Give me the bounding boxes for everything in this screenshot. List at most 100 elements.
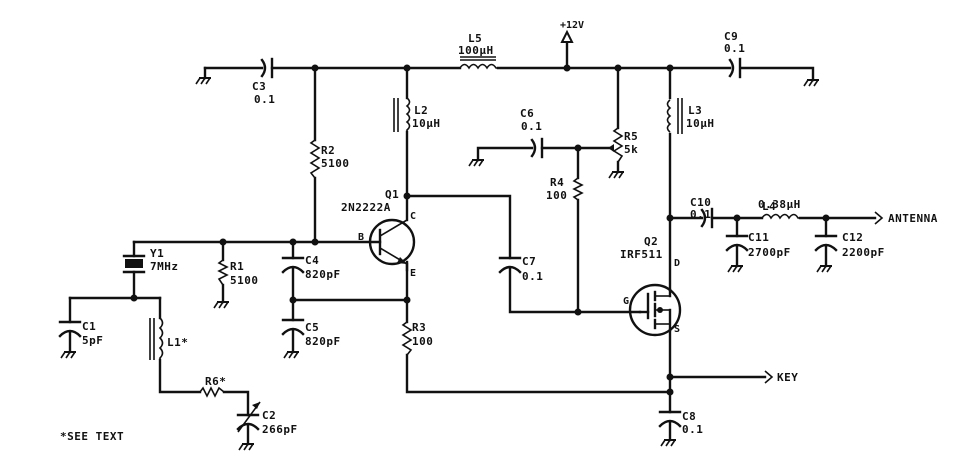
c2-ref: C2 [262, 409, 276, 422]
l1-ref: L1* [167, 336, 188, 349]
junction-dot [403, 296, 411, 304]
c4-ref: C4 [305, 254, 319, 267]
junction-dot [311, 238, 319, 246]
footnote-see-text: *SEE TEXT [60, 430, 124, 443]
c5-value: 820pF [305, 335, 341, 348]
capacitor-c7 [498, 256, 522, 274]
key-label: KEY [777, 371, 798, 384]
inductor-l1 [149, 317, 164, 360]
resistor-r6 [199, 386, 225, 398]
l2-ref: L2 [414, 104, 428, 117]
r2-ref: R2 [321, 144, 335, 157]
q1-pin-c: C [410, 211, 416, 222]
c1-ref: C1 [82, 320, 96, 333]
ground-icon [283, 351, 300, 359]
wires [68, 38, 877, 446]
r1-ref: R1 [230, 260, 244, 273]
r4-ref: R4 [550, 176, 564, 189]
junction-dot [219, 238, 227, 246]
capacitor-c12 [814, 234, 838, 252]
ground-icon [608, 171, 625, 179]
potentiometer-r5 [612, 127, 624, 163]
capacitor-c5 [281, 318, 305, 336]
l4-ref: L4 [762, 200, 776, 213]
r4-value: 100 [546, 189, 567, 202]
transistor-q2 [628, 283, 682, 337]
c5-ref: C5 [305, 321, 319, 334]
c4-value: 820pF [305, 268, 341, 281]
y1-ref: Y1 [150, 247, 164, 260]
resistor-r3 [401, 321, 413, 356]
c10-value: 0.1 [690, 208, 711, 221]
crystal-y1 [122, 254, 146, 274]
junction-dot [666, 388, 674, 396]
r1-value: 5100 [230, 274, 259, 287]
resistor-r4 [572, 177, 584, 201]
capacitor-c11 [725, 234, 749, 252]
c12-ref: C12 [842, 231, 863, 244]
capacitor-c6 [530, 137, 544, 159]
c9-value: 0.1 [724, 42, 745, 55]
c11-value: 2700pF [748, 246, 791, 259]
junction-dot [130, 294, 138, 302]
c11-ref: C11 [748, 231, 769, 244]
l3-value: 10μH [686, 117, 715, 130]
q2-pin-d: D [674, 258, 680, 269]
inductor-l2 [393, 97, 411, 132]
junction-dot [563, 64, 571, 72]
capacitor-c9 [728, 57, 742, 79]
inductor-l4 [761, 213, 800, 220]
junction-dot [733, 214, 741, 222]
c6-value: 0.1 [521, 120, 542, 133]
capacitor-c1 [58, 320, 82, 338]
c8-ref: C8 [682, 410, 696, 423]
wire-r6-c2 [222, 390, 250, 417]
wire-c7-gate [508, 266, 642, 314]
q2-ref: Q2 [644, 235, 658, 248]
c12-value: 2200pF [842, 246, 885, 259]
c9-ref: C9 [724, 30, 738, 43]
resistor-r2 [309, 139, 321, 179]
ground-icon [816, 265, 833, 273]
r6-ref: R6* [205, 375, 226, 388]
ground-icon [660, 439, 677, 447]
y1-value: 7MHz [150, 260, 179, 273]
junction-dot [666, 64, 674, 72]
c2-value: 266pF [262, 423, 298, 436]
c8-value: 0.1 [682, 423, 703, 436]
antenna-label: ANTENNA [888, 212, 938, 225]
capacitor-c3 [260, 57, 274, 79]
supply-arrow-icon [560, 29, 574, 43]
c7-ref: C7 [522, 255, 536, 268]
junction-dot [666, 214, 674, 222]
ground-icon [238, 443, 255, 451]
l4-value: 0.38μH [758, 198, 801, 211]
junction-dot [403, 192, 411, 200]
c10-ref: C10 [690, 196, 711, 209]
variable-capacitor-c2 [236, 401, 261, 433]
junction-dot [574, 308, 582, 316]
r2-value: 5100 [321, 157, 350, 170]
wire-c9-gnd [740, 66, 815, 82]
junction-dot [311, 64, 319, 72]
capacitor-c8 [658, 410, 682, 428]
key-arrow-icon [764, 370, 774, 384]
ground-icon [213, 301, 230, 309]
junction-dot [289, 296, 297, 304]
junction-dot [289, 238, 297, 246]
ground-icon [727, 265, 744, 273]
r5-ref: R5 [624, 130, 638, 143]
q1-pin-b: B [358, 232, 364, 243]
l5-value: 100μH [458, 44, 494, 57]
ground-icon [195, 77, 212, 85]
supply-label: +12V [560, 20, 584, 31]
q2-pin-g: G [623, 296, 629, 307]
ground-icon [803, 79, 820, 87]
q2-pin-s: S [674, 324, 680, 335]
junction-dot [822, 214, 830, 222]
junction-dot [666, 373, 674, 381]
c3-value: 0.1 [254, 93, 275, 106]
wire-r3-source [405, 353, 672, 394]
